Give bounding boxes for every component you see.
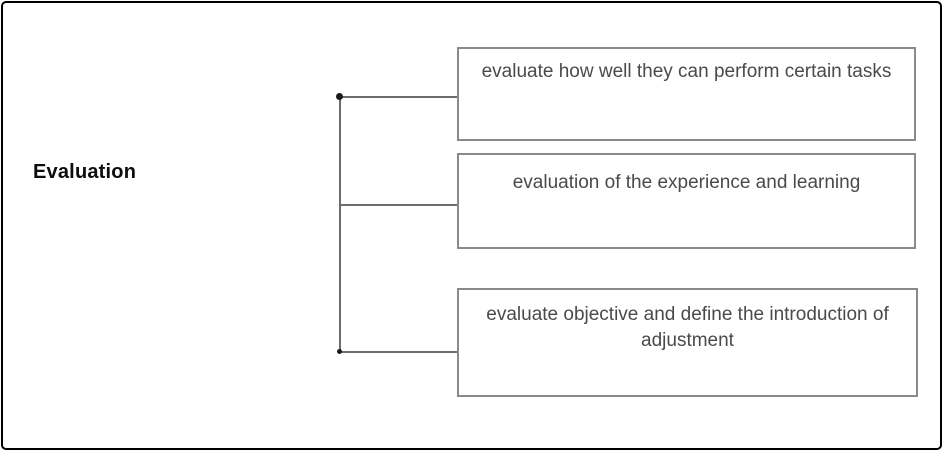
connector-branch-middle [340,204,457,206]
connector-endpoint-dot-top [336,93,343,100]
branch-box-perform-tasks: evaluate how well they can perform certa… [457,47,916,141]
connector-branch-bottom [340,351,457,353]
connector-vertical-spine [339,96,341,353]
branch-box-objective-adjustment: evaluate objective and define the introd… [457,288,918,397]
branch-box-experience-learning: evaluation of the experience and learnin… [457,153,916,249]
connector-branch-top [340,96,457,98]
connector-endpoint-dot-bottom [337,349,342,354]
root-node-label: Evaluation [33,161,137,183]
